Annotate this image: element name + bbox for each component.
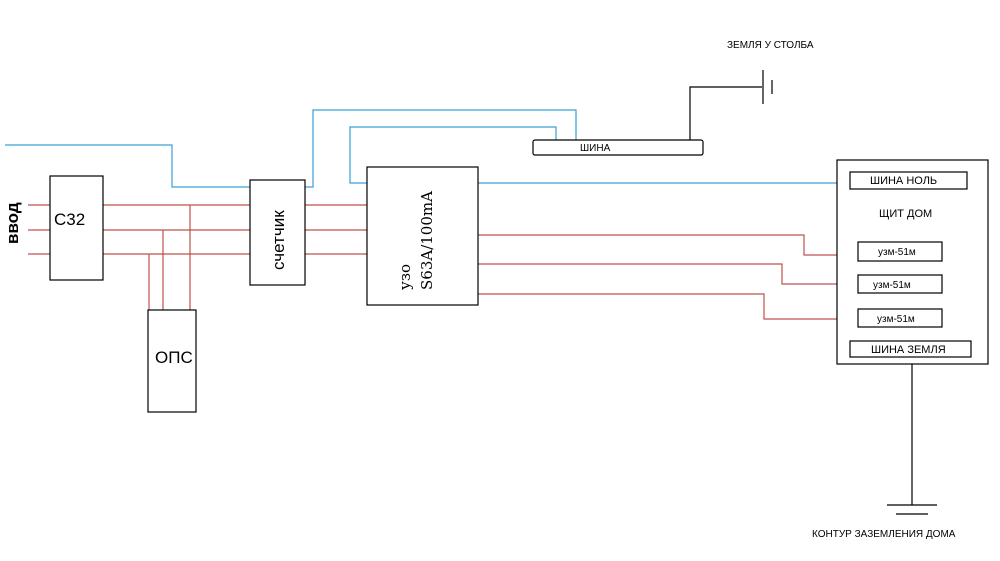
breaker-2-label: узм-51м — [873, 280, 911, 291]
shchit-dom-label: ЩИТ ДОМ — [879, 208, 932, 220]
ops-box — [147, 309, 197, 413]
c32-label: C32 — [54, 210, 85, 229]
breaker-1-label: узм-51м — [878, 247, 916, 258]
ops-label: ОПС — [155, 348, 193, 367]
uzo-label-line1: узо — [396, 264, 414, 290]
c32-breaker-box — [49, 175, 104, 281]
shina-nol-bar — [849, 171, 968, 190]
house-ground-label: КОНТУР ЗАЗЕМЛЕНИЯ ДОМА — [812, 529, 956, 540]
phase-uzo-to-breaker-2 — [478, 263, 858, 285]
shina-zemlya-bar — [849, 340, 972, 358]
counter-box — [249, 179, 306, 286]
uzo-box — [366, 166, 479, 306]
ground-wires — [689, 70, 937, 515]
phase-uzo-to-breaker-3 — [478, 293, 858, 320]
uzo-label-line2: S63A/100mA — [418, 191, 436, 290]
counter-label: счетчик — [269, 210, 288, 270]
breaker-3-box — [857, 308, 943, 328]
pole-ground-wire — [689, 86, 762, 140]
input-label: ввод — [3, 202, 22, 244]
phase-wires — [28, 204, 858, 320]
breaker-2-box — [857, 274, 943, 294]
house-panel-box — [836, 159, 989, 365]
shina-label: ШИНА — [580, 143, 611, 154]
breaker-3-label: узм-51м — [877, 314, 915, 325]
ground-pole-label: ЗЕМЛЯ У СТОЛБА — [727, 40, 814, 51]
neutral-counter-to-shina — [305, 109, 577, 188]
shina-zemlya-label: ШИНА ЗЕМЛЯ — [871, 344, 946, 356]
shina-bar — [532, 139, 704, 156]
shina-nol-label: ШИНА НОЛЬ — [870, 175, 937, 187]
phase-uzo-to-breaker-1 — [478, 234, 858, 256]
neutral-input-wire — [5, 144, 250, 188]
neutral-uzo-to-shina — [349, 126, 557, 184]
breaker-1-box — [857, 241, 943, 262]
